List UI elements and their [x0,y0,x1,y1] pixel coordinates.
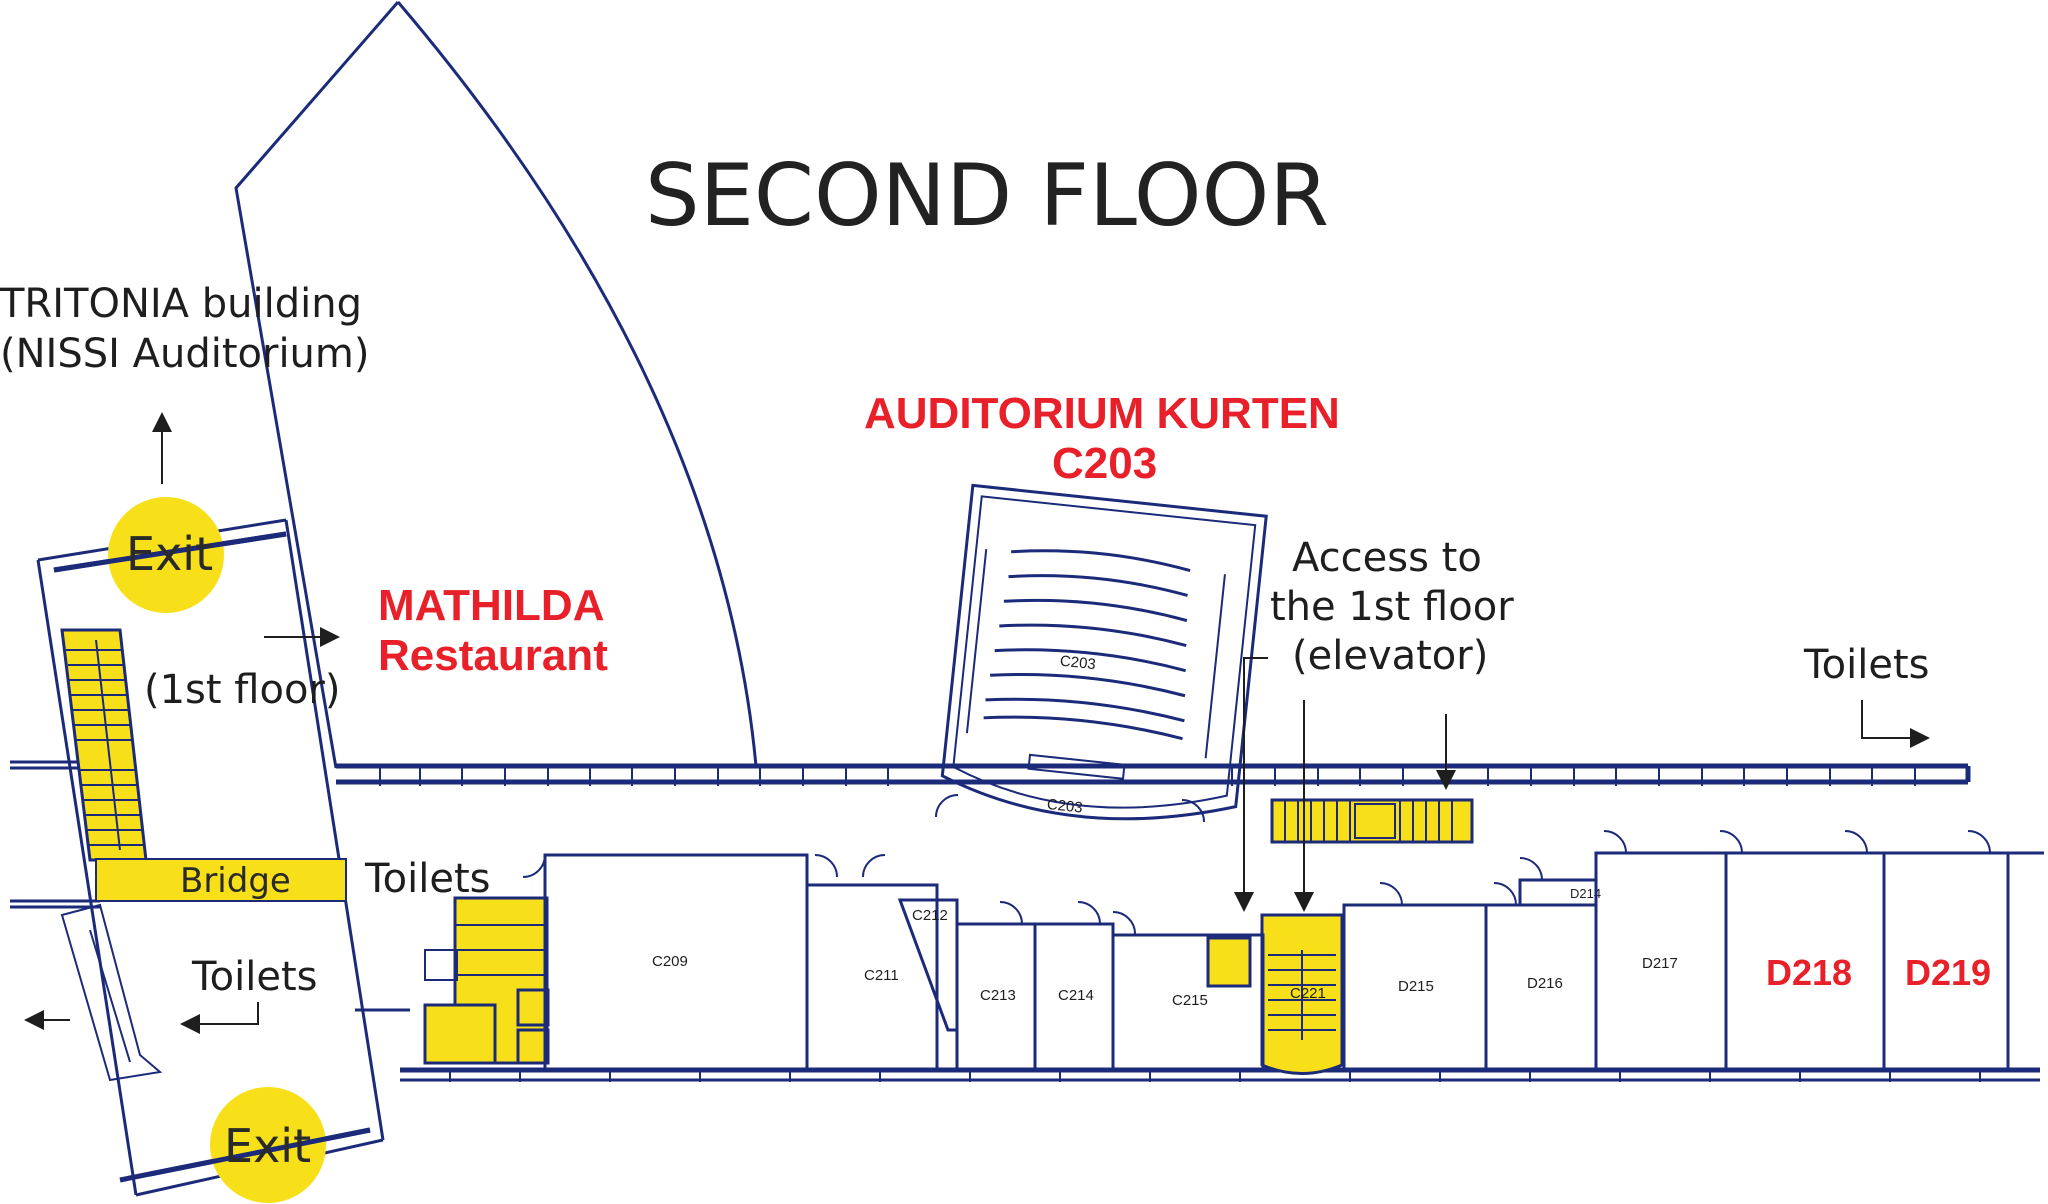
left-staircase [60,628,148,862]
svg-text:MATHILDA: MATHILDA [378,581,604,630]
svg-text:Bridge: Bridge [180,861,291,901]
svg-text:AUDITORIUM KURTEN: AUDITORIUM KURTEN [864,389,1340,438]
access-elevator-label: Access to the 1st floor (elevator) [1270,535,1514,679]
svg-text:C203: C203 [1059,653,1096,674]
toilets-mid-label: Toilets [364,856,490,902]
bridge: Bridge [95,858,347,902]
svg-text:C203: C203 [1046,796,1083,817]
page-title: SECOND FLOOR [645,146,1329,246]
svg-text:D217: D217 [1642,955,1678,972]
svg-text:D218: D218 [1766,952,1852,993]
svg-text:C214: C214 [1058,987,1094,1004]
svg-text:D219: D219 [1905,952,1991,993]
arrow-toilets-left [180,1002,259,1034]
svg-text:C211: C211 [864,967,899,984]
svg-text:Exit: Exit [224,1119,311,1173]
svg-text:D214: D214 [1570,886,1601,901]
svg-text:(NISSI Auditorium): (NISSI Auditorium) [0,331,369,377]
tritonia-label: TRITONIA building (NISSI Auditorium) [0,281,369,377]
left-wing [10,518,410,1197]
svg-text:D216: D216 [1527,975,1563,992]
svg-text:Restaurant: Restaurant [378,631,608,680]
mathilda-restaurant-label: MATHILDA Restaurant [378,581,608,680]
svg-text:C212: C212 [912,907,948,924]
svg-text:C203: C203 [1052,439,1157,488]
svg-text:D215: D215 [1398,978,1434,995]
svg-text:the 1st floor: the 1st floor [1270,584,1514,630]
svg-text:Exit: Exit [126,527,213,581]
arrow-access-stairs [1234,657,1268,912]
toilets-left-label: Toilets [191,954,317,1000]
svg-text:Access to: Access to [1292,535,1482,581]
toilets-right-label: Toilets [1803,642,1929,688]
svg-text:TRITONIA building: TRITONIA building [0,281,362,327]
corridor-walls [336,763,2040,1082]
auditorium-kurten-plan: C203 C203 [940,483,1268,821]
arrow-toilets-right [1861,700,1930,748]
door-swings [522,794,1991,935]
auditorium-kurten-label: AUDITORIUM KURTEN C203 [864,389,1340,488]
svg-text:C209: C209 [652,953,688,970]
svg-text:C213: C213 [980,987,1016,1004]
rooms-row: C209 C211 C212 C213 C214 C215 D215 D216 … [543,851,2044,1072]
first-floor-label: (1st floor) [144,667,340,713]
exit-top: Exit [53,497,287,613]
window-mullions [379,766,1981,1082]
svg-text:(elevator): (elevator) [1292,633,1488,679]
exit-bottom: Exit [149,1087,371,1203]
restaurant-hall-outline [234,1,758,769]
svg-text:C215: C215 [1172,992,1208,1009]
toilet-block [423,896,550,1065]
svg-text:C221: C221 [1290,985,1326,1002]
elevator-stair-core: C221 [1260,798,1474,1075]
